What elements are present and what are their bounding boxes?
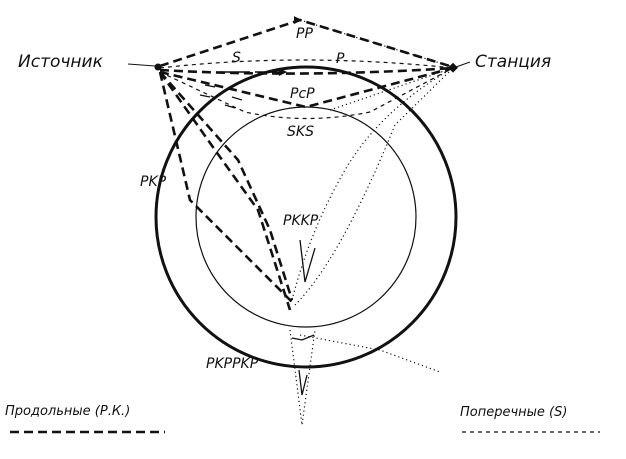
- legend-longitudinal-label: Продольные (Р.К.): [5, 404, 130, 419]
- pkppkp-label: PKPPKP: [206, 356, 259, 372]
- legend-transverse-label: Поперечные (S): [460, 405, 567, 420]
- pkppkp-turn: [292, 335, 314, 340]
- pkppkp-ray: [290, 330, 315, 425]
- source-leader-line: [128, 64, 155, 66]
- pkkp-ray-dotted: [292, 68, 453, 300]
- station-label: Станция: [475, 52, 551, 72]
- pkppkp-reflection: [299, 370, 307, 395]
- pkkp-ray: [160, 72, 290, 310]
- source-label: Источник: [18, 52, 104, 72]
- s-label: S: [232, 50, 241, 66]
- pcp-label: PcP: [290, 86, 315, 102]
- pkp-ray: [160, 72, 295, 305]
- pkkp-reflection: [300, 240, 315, 282]
- pkp-ray-dotted: [295, 68, 453, 305]
- pkkp-label: PKKP: [283, 213, 319, 229]
- pp-label: PP: [296, 26, 313, 42]
- pkp-label: PKP: [140, 174, 167, 190]
- p-ray: [160, 68, 453, 74]
- station-leader-line: [456, 62, 470, 67]
- p-label: P: [336, 51, 345, 67]
- sks-label: SKS: [287, 124, 314, 140]
- pkkp-ray-2: [160, 72, 292, 300]
